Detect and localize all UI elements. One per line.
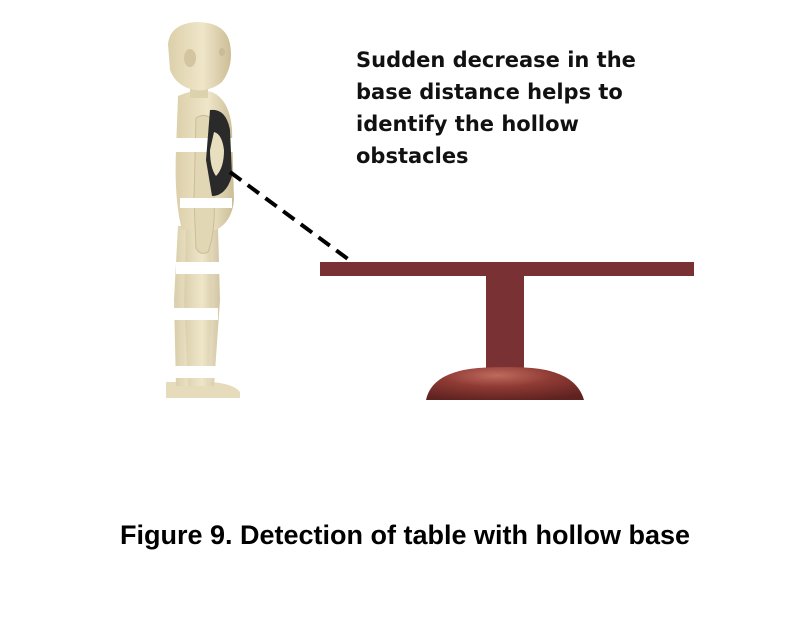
table-with-hollow-base	[320, 262, 694, 400]
annotation-text: Sudden decrease in the base distance hel…	[356, 44, 696, 172]
sensor-band-waist	[180, 198, 232, 208]
sensor-band-knee	[176, 262, 220, 274]
figure-caption: Figure 9. Detection of table with hollow…	[119, 520, 691, 550]
annotation-line: base distance helps to	[356, 80, 623, 104]
person-head	[168, 22, 231, 91]
person-eye	[219, 48, 225, 56]
person-figure	[166, 22, 240, 398]
annotation-line: identify the hollow	[356, 112, 579, 136]
person-ear	[184, 49, 196, 67]
sensor-beam-line	[228, 170, 354, 264]
sensor-band-shin	[172, 308, 218, 320]
table-dome-base	[426, 367, 584, 400]
table-top	[320, 262, 694, 276]
annotation-line: Sudden decrease in the	[356, 48, 636, 72]
sensor-band-ankle	[168, 366, 216, 378]
chest-sensor-face	[210, 132, 224, 176]
annotation-line: obstacles	[356, 144, 469, 168]
table-stem	[486, 276, 524, 380]
